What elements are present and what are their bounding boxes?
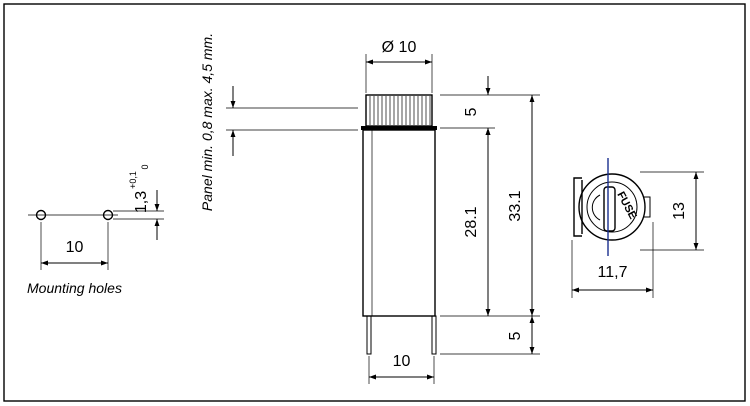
panel-thickness-note: Panel min. 0,8 max. 4,5 mm. [199, 33, 215, 211]
mounting-tab [573, 177, 582, 237]
cap-notch [644, 196, 651, 218]
hole-tolerance-upper: +0,1 [128, 171, 138, 189]
holder-body [362, 129, 436, 317]
front-view: Ø 10 5 28.1 33.1 5 10 [226, 39, 540, 384]
cap-height-label: 5 [463, 107, 480, 116]
hole-tolerance-lower: 0 [140, 164, 150, 169]
cap-knurling [369, 96, 431, 125]
side-height-label: 13 [671, 202, 688, 220]
cap-inner-circle [586, 181, 638, 233]
drawing-frame [3, 3, 746, 402]
cap-outer-circle [578, 173, 646, 241]
hole-spacing-label: 10 [66, 239, 84, 256]
left-hole [35, 209, 47, 221]
pin-length-label: 5 [507, 331, 524, 340]
mounting-holes-caption: Mounting holes [27, 280, 122, 296]
screwdriver-slot [603, 186, 616, 232]
total-height-label: 33.1 [507, 190, 524, 221]
panel-collar [361, 126, 437, 130]
body-height-label: 28.1 [463, 206, 480, 237]
right-pin [431, 315, 437, 355]
diameter-label: Ø 10 [382, 39, 417, 56]
cap-arc-mark [591, 194, 601, 221]
side-width-label: 11,7 [598, 264, 628, 281]
pin-spacing-label: 10 [393, 353, 411, 370]
left-pin [366, 315, 372, 355]
hole-size-label: 1,3 [133, 191, 150, 213]
mounting-holes-view: 10 1,3 +0,1 0 Mounting holes [27, 164, 164, 296]
right-hole [102, 209, 114, 221]
